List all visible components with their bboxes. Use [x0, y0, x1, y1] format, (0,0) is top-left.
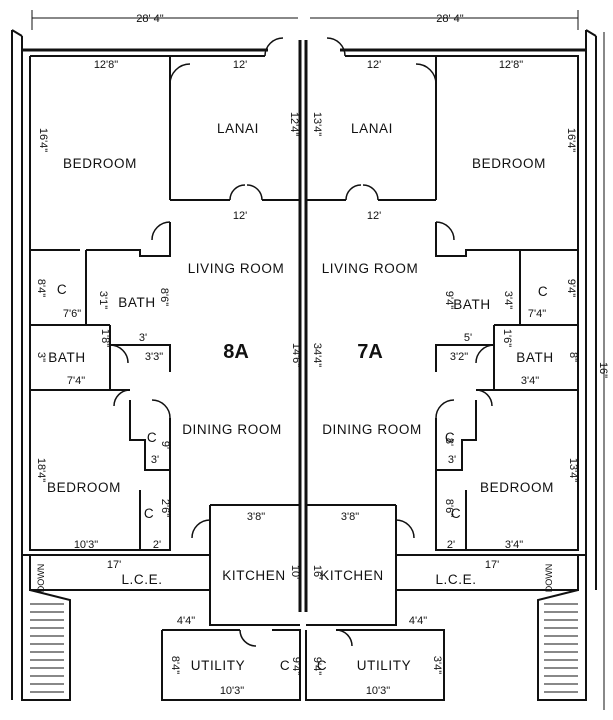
dim-bath-a-c-right: 3'4"	[502, 291, 514, 309]
dim-c-small-w-left: 9'	[159, 441, 171, 449]
dim-bed-top-d-right: 16'4"	[565, 128, 577, 152]
room-living-left: LIVING ROOM	[188, 261, 285, 276]
dim-bath-b-w2-left: 3'3"	[145, 351, 163, 363]
room-bedroom-top-left: BEDROOM	[63, 156, 137, 171]
dim-util-c-right: 9'4"	[311, 657, 323, 675]
dim-bath-b-d2-right: 1'6"	[501, 329, 513, 347]
overall-width-left: 28' 4"	[136, 13, 164, 25]
room-bath-a-left: BATH	[118, 295, 155, 310]
dim-c-small-d-left: 3'	[151, 454, 159, 466]
dim-closet-w-right: 7'4"	[528, 308, 546, 320]
dim-util-w2-left: 10'3"	[220, 685, 244, 697]
dim-c-bot-d-right: 8'6"	[443, 499, 455, 517]
room-lce-right: L.C.E.	[435, 572, 476, 587]
dim-closet-d-left: 8'4"	[35, 279, 47, 297]
room-bath-b-left: BATH	[48, 350, 85, 365]
dim-living-w-right: 12'	[367, 210, 381, 222]
room-closet-left: C	[57, 282, 67, 297]
dim-kitchen-w-left: 3'8"	[247, 511, 265, 523]
dim-bath-a-d-left: 8'6"	[158, 288, 170, 306]
room-kitchen-right: KITCHEN	[320, 568, 383, 583]
dim-bed-bot-d-right: 13'4"	[567, 458, 579, 482]
dim-bed-bot-w-left: 10'3"	[74, 539, 98, 551]
dim-center-d-right: 34'4"	[311, 343, 323, 367]
dim-lanai-w-right: 12'	[367, 59, 381, 71]
dim-lanai-d-left: 12'4"	[288, 112, 300, 136]
dim-bath-a-w-right: 5'	[464, 332, 472, 344]
room-bedroom-top-right: BEDROOM	[472, 156, 546, 171]
dim-bed-bot-d-left: 18'4"	[35, 458, 47, 482]
room-bedroom-bottom-right: BEDROOM	[480, 480, 554, 495]
unit-label-left: 8A	[223, 341, 249, 363]
room-lanai-right: LANAI	[351, 121, 393, 136]
dim-bed-top-d-left: 16'4"	[37, 128, 49, 152]
dim-util-w-right: 4'4"	[409, 615, 427, 627]
room-utility-closet-left: C	[280, 658, 290, 673]
dim-bath-a-d-right: 9'4"	[443, 291, 455, 309]
dim-closet-d-right: 9'4"	[565, 279, 577, 297]
dim-kitchen-d-left: 10'	[289, 565, 301, 579]
dim-center-d-left: 14'6"	[290, 343, 302, 367]
room-closet-right: C	[538, 284, 548, 299]
dim-bed-top-w-right: 12'8"	[499, 59, 523, 71]
stair-down-left: DOWN	[36, 564, 46, 593]
room-closet-small-left: C	[147, 430, 157, 445]
room-closet-small-right: C	[445, 430, 455, 445]
room-closet-bottom-right: C	[451, 506, 461, 521]
dim-bath-b-d-right: 8"	[567, 352, 579, 362]
dim-bath-b-w-right: 3'4"	[521, 375, 539, 387]
dim-lanai-d-right: 13'4"	[311, 112, 323, 136]
dim-util-w-left: 4'4"	[177, 615, 195, 627]
dim-bath-a-w-left: 3'	[139, 332, 147, 344]
room-bath-b-right: BATH	[516, 350, 553, 365]
dim-living-w-left: 12'	[233, 210, 247, 222]
dim-c-small-w-right: 3'	[448, 454, 456, 466]
dim-closet-w-left: 7'6"	[63, 308, 81, 320]
dim-lce-w-left: 17'	[107, 559, 121, 571]
dim-kitchen-d-right: 16'	[311, 565, 323, 579]
dim-util-d-left: 8'4"	[169, 656, 181, 674]
dim-bath-b-w-left: 7'4"	[67, 375, 85, 387]
dim-bath-a-c-left: 3'1"	[97, 291, 109, 309]
room-bedroom-bottom-left: BEDROOM	[47, 480, 121, 495]
overall-depth-right: 16"	[597, 362, 609, 378]
room-bath-a-right: BATH	[453, 297, 490, 312]
room-utility-right: UTILITY	[357, 658, 411, 673]
room-dining-right: DINING ROOM	[322, 422, 422, 437]
overall-width-right: 28' 4"	[436, 13, 464, 25]
dim-c-bot-w-right: 2'	[447, 539, 455, 551]
dim-c-small-d-right: 8'	[443, 438, 455, 446]
dim-bath-b-w2-right: 3'2"	[450, 351, 468, 363]
room-closet-bottom-left: C	[144, 506, 154, 521]
dim-lce-w-right: 17'	[485, 559, 499, 571]
room-kitchen-left: KITCHEN	[222, 568, 285, 583]
room-utility-closet-right: C	[317, 658, 327, 673]
dim-util-c-left: 9'4"	[290, 657, 302, 675]
dim-bed-bot-w-right: 3'4"	[505, 539, 523, 551]
dim-c-bot-d-left: 2'6"	[159, 499, 171, 517]
walls	[11, 10, 605, 710]
dim-util-d-right: 3'4"	[431, 656, 443, 674]
unit-label-right: 7A	[357, 341, 383, 363]
dim-c-bot-w-left: 2'	[153, 539, 161, 551]
dim-bath-b-d2-left: 1'8"	[99, 329, 111, 347]
room-dining-left: DINING ROOM	[182, 422, 282, 437]
stair-down-right: DOWN	[544, 564, 554, 593]
dim-bed-top-w-left: 12'8"	[94, 59, 118, 71]
room-living-right: LIVING ROOM	[322, 261, 419, 276]
dim-lanai-w-left: 12'	[233, 59, 247, 71]
dim-bath-b-d-left: 3"	[35, 352, 47, 362]
dim-util-w2-right: 10'3"	[366, 685, 390, 697]
room-lanai-left: LANAI	[217, 121, 259, 136]
room-lce-left: L.C.E.	[121, 572, 162, 587]
room-utility-left: UTILITY	[191, 658, 245, 673]
dim-kitchen-w-right: 3'8"	[341, 511, 359, 523]
